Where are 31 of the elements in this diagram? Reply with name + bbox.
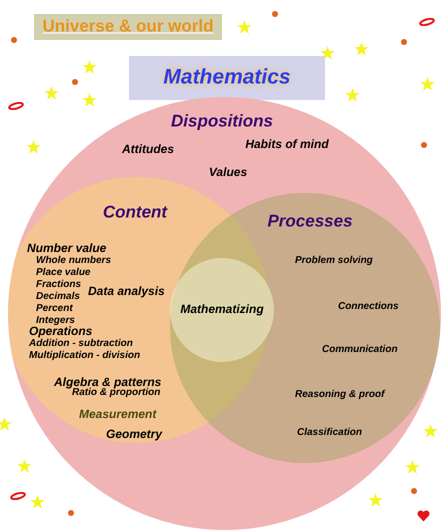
heading-banner [129, 56, 325, 100]
label-text: Addition - subtraction [29, 339, 133, 349]
label-text: Algebra & patterns [54, 376, 162, 388]
label-text: Percent [36, 304, 73, 314]
title-banner [34, 14, 222, 40]
label-text: Reasoning & proof [295, 390, 384, 400]
label-text: Number value [27, 242, 106, 254]
label-text: Multiplication - division [29, 351, 140, 361]
label-text: Mathematizing [180, 303, 264, 315]
label-text: Place value [36, 268, 90, 278]
label-text: Habits of mind [245, 138, 329, 150]
heading-text: Processes [267, 212, 353, 230]
heading-text: Mathematics [163, 66, 291, 88]
label-text: Operations [29, 325, 92, 337]
label-text: Data analysis [88, 285, 165, 297]
label-text: Connections [338, 302, 399, 312]
label-text: Whole numbers [36, 256, 112, 266]
label-text: Values [208, 166, 248, 178]
label-text: Problem solving [295, 256, 373, 266]
label-text: Attitudes [122, 143, 174, 155]
label-text: Ratio & proportion [72, 388, 160, 398]
label-text: Decimals [36, 292, 80, 302]
heading-text: Dispositions [171, 112, 273, 130]
label-text: Integers [36, 316, 75, 326]
title-text: Universe & our world [42, 18, 214, 34]
label-text: Measurement [79, 408, 156, 420]
label-text: Geometry [106, 428, 162, 440]
label-text: Classification [297, 428, 362, 438]
label-text: Communication [322, 345, 398, 355]
heading-text: Content [102, 204, 168, 220]
label-text: Fractions [36, 280, 82, 290]
